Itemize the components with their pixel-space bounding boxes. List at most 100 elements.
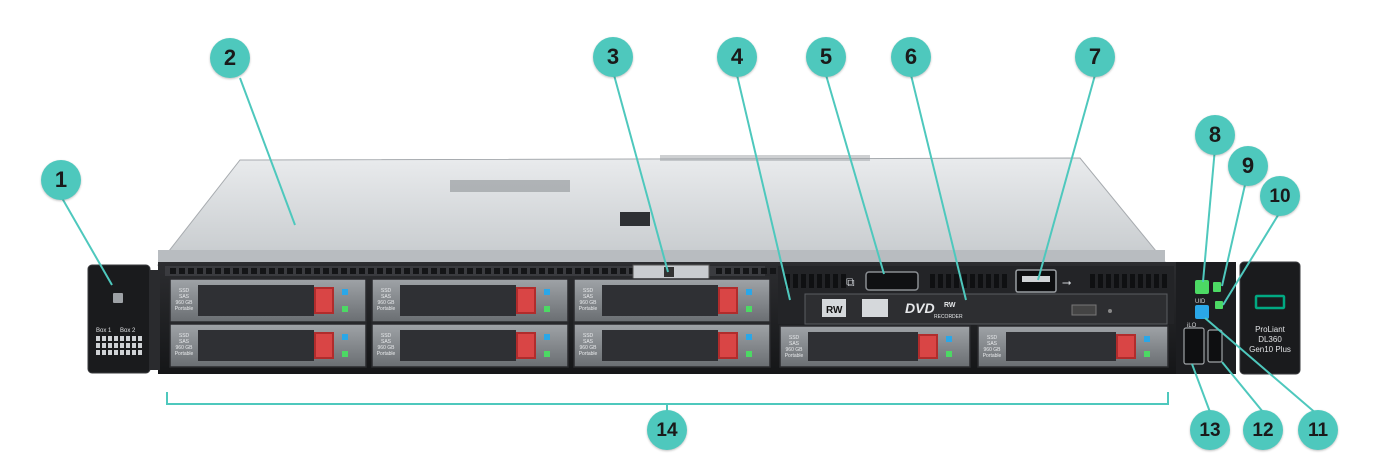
callout-14: 14 bbox=[647, 410, 687, 450]
ilo-service-port[interactable] bbox=[1183, 327, 1205, 365]
left-ear-number-cell bbox=[96, 350, 100, 355]
vent-slot bbox=[817, 274, 822, 288]
vent-slot bbox=[287, 268, 293, 274]
vent-slot bbox=[467, 268, 473, 274]
optical-dvd-sub: RW bbox=[944, 302, 956, 309]
drive-latch-panel bbox=[198, 285, 314, 316]
vent-slot bbox=[170, 268, 176, 274]
drive-activity-led bbox=[342, 334, 348, 340]
vent-slot bbox=[359, 268, 365, 274]
drive-activity-led bbox=[544, 289, 550, 295]
left-ear-number-cell bbox=[132, 343, 136, 348]
drive-activity-led bbox=[746, 289, 752, 295]
drive-status-led bbox=[342, 306, 348, 312]
nic-led bbox=[1215, 301, 1223, 309]
vent-slot bbox=[825, 274, 830, 288]
drive-label-line: SSD bbox=[179, 288, 190, 294]
optical-rw-text: RW bbox=[826, 305, 843, 316]
optical-dl-badge bbox=[862, 299, 888, 317]
optical-drive[interactable] bbox=[804, 293, 1168, 325]
drive-release-lever-face bbox=[720, 289, 736, 312]
leader-9 bbox=[1221, 175, 1248, 287]
ilo-label: iLO bbox=[1187, 323, 1197, 329]
drive-release-lever-face bbox=[518, 334, 534, 357]
drive-label-line: 960 GB bbox=[580, 300, 598, 306]
vent-slot bbox=[404, 268, 410, 274]
callout-12-number: 12 bbox=[1252, 419, 1274, 441]
drive-label-line: 960 GB bbox=[378, 345, 396, 351]
vent-slot bbox=[734, 268, 740, 274]
left-ear-number-cell bbox=[126, 336, 130, 341]
callout-10: 10 bbox=[1260, 176, 1300, 216]
left-ear-number-cell bbox=[114, 350, 118, 355]
left-ear-box1: Box 1 bbox=[96, 328, 112, 334]
vent-slot bbox=[233, 268, 239, 274]
callout-13-number: 13 bbox=[1199, 419, 1221, 441]
left-ear-number-cell bbox=[102, 343, 106, 348]
vent-slot bbox=[793, 274, 798, 288]
drive-label-line: SAS bbox=[381, 339, 392, 345]
leader-3 bbox=[613, 74, 669, 273]
callout-9-number: 9 bbox=[1241, 153, 1255, 178]
left-ear-number-cell bbox=[96, 336, 100, 341]
optical-eject-button[interactable] bbox=[1071, 304, 1097, 316]
cover-label-strip bbox=[660, 155, 870, 161]
vent-slot bbox=[224, 268, 230, 274]
callout-3: 3 bbox=[593, 37, 633, 77]
callout-12: 12 bbox=[1243, 410, 1283, 450]
optical-emergency-eject[interactable] bbox=[1108, 309, 1112, 313]
callout-8-number: 8 bbox=[1208, 122, 1222, 147]
vent-slot bbox=[197, 268, 203, 274]
drive-status-led bbox=[746, 306, 752, 312]
drive-label-line: SAS bbox=[987, 341, 998, 347]
vent-slot bbox=[1106, 274, 1111, 288]
vent-slot bbox=[206, 268, 212, 274]
drive-label-line: 960 GB bbox=[176, 345, 194, 351]
display-port-icon: ⧉ bbox=[846, 275, 855, 289]
vent-slot bbox=[575, 268, 581, 274]
drive-label-line: Portable bbox=[785, 353, 804, 359]
vent-slot bbox=[251, 268, 257, 274]
left-ear-number-cell bbox=[108, 343, 112, 348]
leader-6 bbox=[910, 74, 967, 301]
leader-7 bbox=[1037, 74, 1096, 281]
serial-tab-mark bbox=[664, 267, 674, 277]
right-ear bbox=[1239, 261, 1301, 375]
callout-5: 5 bbox=[806, 37, 846, 77]
callout-11: 11 bbox=[1298, 410, 1338, 450]
hpe-logo-icon bbox=[1254, 294, 1286, 310]
left-ear-mount bbox=[150, 270, 160, 370]
usb-front-port[interactable] bbox=[1207, 329, 1223, 363]
optical-dvd-text: DVD bbox=[905, 300, 935, 316]
drive-activity-led bbox=[342, 289, 348, 295]
vent-slot bbox=[946, 274, 951, 288]
right-ear-product-1: ProLiant bbox=[1255, 325, 1286, 334]
display-port[interactable] bbox=[865, 271, 919, 291]
drive-label-line: 960 GB bbox=[176, 300, 194, 306]
vent-slot bbox=[215, 268, 221, 274]
leader-11 bbox=[1204, 317, 1319, 416]
drive-label-line: 960 GB bbox=[984, 347, 1002, 353]
vent-slot bbox=[785, 274, 790, 288]
uid-button[interactable] bbox=[1195, 280, 1209, 294]
callout-4-number: 4 bbox=[730, 44, 744, 69]
vent-slot bbox=[743, 268, 749, 274]
leader-1 bbox=[61, 197, 113, 286]
left-ear-number-cell bbox=[120, 350, 124, 355]
left-ear-number-cell bbox=[120, 336, 124, 341]
left-ear-number-cell bbox=[114, 343, 118, 348]
vent-slot bbox=[584, 268, 590, 274]
drive-label-line: Portable bbox=[175, 351, 194, 357]
left-ear-badge-icon bbox=[113, 293, 123, 303]
left-ear-number-cell bbox=[102, 350, 106, 355]
usb-port-tongue bbox=[1022, 276, 1050, 282]
